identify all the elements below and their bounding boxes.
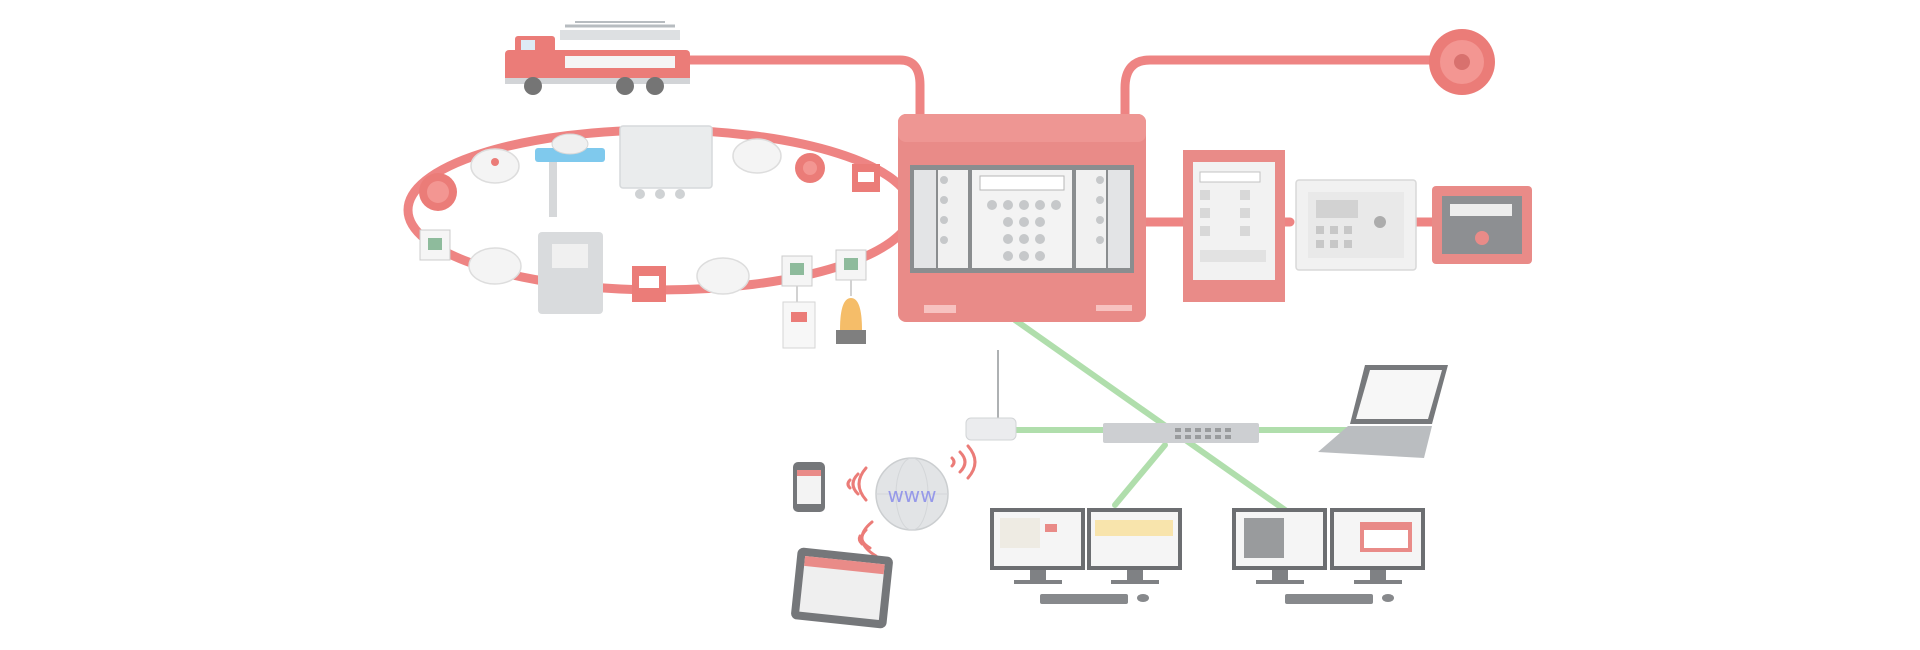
smoke-detector-icon <box>732 138 782 174</box>
display-repeater-panel <box>1432 186 1532 264</box>
smartphone-icon <box>793 462 825 512</box>
monitor-icon <box>990 508 1085 584</box>
keyswitch-panel-icon <box>782 301 816 349</box>
wifi-waves-icon <box>846 466 868 502</box>
panel-keypad <box>940 176 1104 261</box>
wifi-waves-icon <box>857 520 878 558</box>
panel-to-network-line <box>1012 317 1288 513</box>
beacon-icon <box>836 298 866 344</box>
keyboard-icon <box>1040 594 1128 604</box>
laptop-icon <box>1318 365 1448 458</box>
repeater-panel-red <box>1183 150 1285 302</box>
module-pcb-icon <box>419 229 451 261</box>
smoke-detector-icon <box>468 247 522 285</box>
monitor-icon <box>1232 508 1327 584</box>
smoke-detector-icon <box>696 257 750 295</box>
call-point-icon <box>852 164 880 192</box>
switch-to-workstation-left-line <box>1112 442 1168 508</box>
green-network-lines <box>1007 317 1353 513</box>
keyboard-icon <box>1285 594 1373 604</box>
globe-icon: www <box>875 457 949 531</box>
tablet-icon <box>791 547 893 629</box>
control-unit-gray <box>538 232 603 314</box>
wifi-waves-icon <box>950 444 977 480</box>
smoke-detector-icon <box>470 148 520 184</box>
fire-truck-icon <box>505 21 690 95</box>
module-pcb-icon <box>835 249 867 281</box>
mouse-icon <box>1382 594 1394 602</box>
workstation-left <box>990 508 1182 604</box>
sounder-icon <box>419 173 457 211</box>
fire-control-panel <box>898 114 1146 322</box>
sounder-icon <box>1429 29 1495 95</box>
panel-to-sounder-line <box>1120 55 1435 125</box>
workstation-right <box>1232 508 1425 604</box>
truck-to-panel-line <box>680 55 925 125</box>
fire-brigade-panel <box>1295 179 1417 271</box>
monitor-icon <box>1330 508 1425 584</box>
module-pcb-icon <box>781 255 813 287</box>
globe-label: www <box>887 483 936 507</box>
monitor-icon <box>1087 508 1182 584</box>
sounder-icon <box>795 153 825 183</box>
beam-detector-icon <box>535 133 605 217</box>
call-point-icon <box>632 266 666 302</box>
router-icon <box>965 350 1017 441</box>
mouse-icon <box>1137 594 1149 602</box>
io-module-box <box>619 125 713 199</box>
network-switch-icon <box>1103 423 1259 443</box>
